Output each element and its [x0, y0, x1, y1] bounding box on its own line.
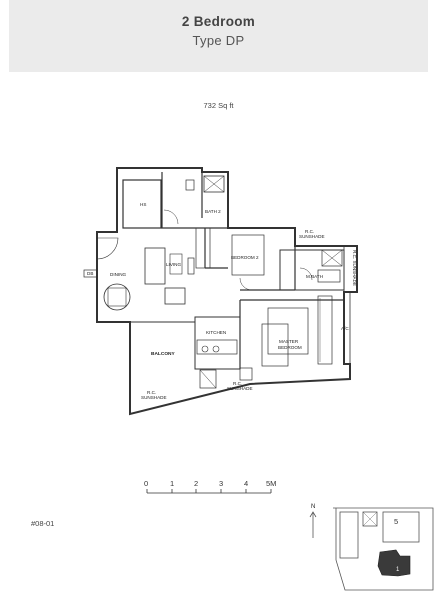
unit-type-title: 2 Bedroom	[181, 14, 256, 29]
kitchen-wall	[194, 316, 241, 370]
dining-table	[103, 283, 131, 311]
scale-tick-4: 4	[244, 479, 248, 488]
coffee-table	[169, 253, 183, 275]
label-rc-kitchen-1: R.C.	[233, 381, 242, 386]
north-label: N	[311, 504, 315, 510]
label-master-2: BEDROOM	[278, 345, 302, 350]
label-rc-kitchen-2: SUNSHADE	[227, 386, 253, 391]
wardrobe-bedroom2	[195, 227, 211, 269]
ac-unit-kitchen	[239, 367, 253, 381]
master-wardrobe	[261, 323, 289, 367]
label-kitchen: KITCHEN	[206, 330, 226, 335]
sofa	[144, 247, 166, 285]
tv-console	[187, 257, 195, 275]
master-bed	[267, 307, 309, 355]
master-bedroom-wall	[239, 299, 344, 369]
key-plan-label-5: 5	[394, 517, 398, 526]
label-rc-balcony-1: R.C.	[147, 390, 156, 395]
label-rc-right: R.C. SUNSHADE	[352, 250, 357, 286]
unit-type-subtitle: Type DP	[192, 33, 245, 48]
mbath-shower	[321, 249, 343, 267]
label-rc-balcony-2: SUNSHADE	[141, 395, 167, 400]
area-label: 732 Sq ft	[203, 101, 234, 110]
label-db: DB	[87, 271, 93, 276]
scale-tick-1: 1	[170, 479, 174, 488]
label-rc-top-2: SUNSHADE	[299, 234, 325, 239]
scale-tick-3: 3	[219, 479, 223, 488]
bath2-wc	[185, 179, 195, 191]
key-plan-highlighted-unit	[377, 549, 411, 577]
hs-room-wall	[122, 179, 162, 229]
key-plan-unit-5	[382, 511, 420, 543]
label-dining: DINING	[110, 272, 127, 277]
floor-plan	[96, 167, 358, 416]
label-ac: A/C	[341, 326, 349, 331]
balcony-store	[199, 369, 217, 389]
kitchen-counter	[196, 339, 238, 355]
label-mbath: M.BATH	[306, 274, 323, 279]
label-hs: HS	[140, 202, 146, 207]
label-master-1: MASTER	[279, 339, 299, 344]
scale-tick-2: 2	[194, 479, 198, 488]
mbath-basin	[317, 269, 341, 283]
bedroom2-bed	[231, 234, 265, 276]
master-wardrobe-2	[317, 295, 333, 365]
db-box	[83, 269, 98, 278]
scale-tick-5: 5M	[266, 479, 276, 488]
key-plan: N	[309, 504, 434, 591]
label-bath2: BATH 2	[205, 209, 221, 214]
entrance-door	[96, 237, 119, 260]
label-living: LIVING	[166, 262, 181, 267]
rc-sunshade-right	[343, 245, 358, 293]
key-plan-outline	[333, 507, 434, 591]
balcony-wall	[130, 321, 218, 370]
key-plan-label-1: 1	[396, 567, 400, 573]
unit-number: #08-01	[31, 519, 55, 528]
scale-bar	[146, 489, 272, 494]
armchair	[164, 287, 186, 305]
label-bedroom2: BEDROOM 2	[231, 255, 259, 260]
scale-tick-0: 0	[144, 479, 148, 488]
header-banner: 2 Bedroom Type DP	[9, 0, 428, 72]
bath2-shower	[203, 175, 225, 193]
outer-wall	[96, 167, 358, 416]
label-rc-top-1: R.C.	[305, 229, 314, 234]
label-balcony: BALCONY	[151, 351, 176, 357]
